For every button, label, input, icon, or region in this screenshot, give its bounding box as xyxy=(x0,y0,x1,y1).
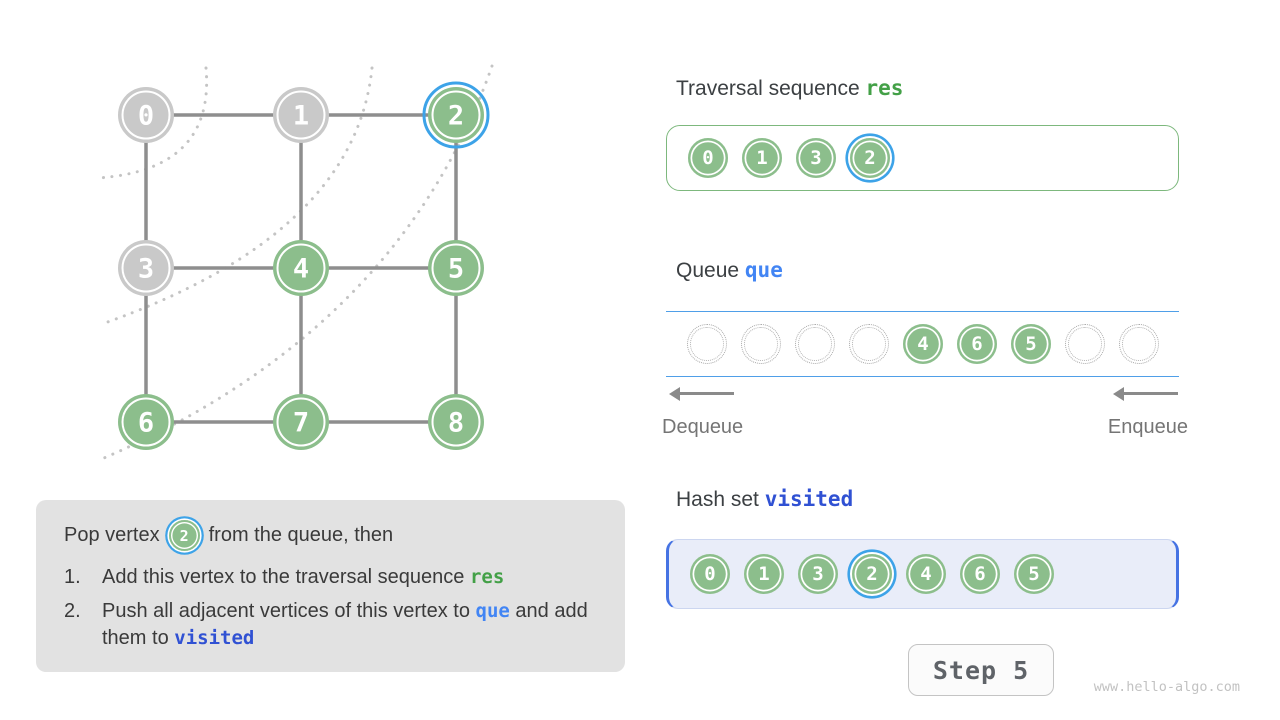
explanation-text-part-2: and add them to xyxy=(102,600,588,649)
svg-text:4: 4 xyxy=(293,254,309,285)
explanation-steps-list: 1. Add this vertex to the traversal seque… xyxy=(64,564,597,652)
res-item-2: 3 xyxy=(796,138,836,178)
traversal-sequence-heading: Traversal sequence res xyxy=(676,76,903,101)
res-item-3: 2 xyxy=(850,138,890,178)
svg-text:2: 2 xyxy=(448,101,464,132)
explanation-text-part-0: Add this vertex to the traversal sequenc… xyxy=(102,566,470,588)
queue-empty-slot-2 xyxy=(795,324,835,364)
explanation-box: Pop vertex 2 from the queue, then 1. Add th… xyxy=(36,500,625,672)
visited-item-2: 3 xyxy=(798,554,838,594)
queue-empty-slot-3 xyxy=(849,324,889,364)
explanation-step-1: 1. Add this vertex to the traversal seque… xyxy=(64,564,597,591)
svg-text:1: 1 xyxy=(293,101,309,132)
explanation-intro-after: from the queue, then xyxy=(208,524,394,546)
code-ref-que: que xyxy=(475,600,510,622)
explanation-vertex-chip: 2 xyxy=(168,520,200,551)
res-item-1: 1 xyxy=(742,138,782,178)
explanation-step-text: Push all adjacent vertices of this verte… xyxy=(102,598,597,652)
graph-vertex-3: 3 xyxy=(118,240,174,296)
graph-vertex-4: 4 xyxy=(273,240,329,296)
queue-empty-slot-8 xyxy=(1119,324,1159,364)
queue-empty-slot-7 xyxy=(1065,324,1105,364)
queue-item-6: 5 xyxy=(1011,324,1051,364)
visited-code-label: visited xyxy=(764,487,854,511)
enqueue-arrow-icon xyxy=(1113,386,1178,401)
visited-item-0: 0 xyxy=(690,554,730,594)
svg-text:0: 0 xyxy=(138,101,154,132)
explanation-intro-before: Pop vertex xyxy=(64,524,160,546)
enqueue-label: Enqueue xyxy=(1107,416,1188,438)
visited-item-5: 6 xyxy=(960,554,1000,594)
queue-item-4: 4 xyxy=(903,324,943,364)
explanation-step-text: Add this vertex to the traversal sequenc… xyxy=(102,564,597,591)
traversal-sequence-title: Traversal sequence xyxy=(676,77,860,100)
svg-text:5: 5 xyxy=(448,254,464,285)
hash-set-heading: Hash set visited xyxy=(676,487,853,512)
res-item-0: 0 xyxy=(688,138,728,178)
graph-canvas: 0 1 2 3 4 5 6 7 8 xyxy=(96,64,494,460)
visited-item-1: 1 xyxy=(744,554,784,594)
visited-item-6: 5 xyxy=(1014,554,1054,594)
explanation-intro-line: Pop vertex 2 from the queue, then xyxy=(64,520,597,551)
explanation-text-part-0: Push all adjacent vertices of this verte… xyxy=(102,600,476,622)
watermark-text: www.hello-algo.com xyxy=(1093,679,1240,695)
step-indicator-button[interactable]: Step 5 xyxy=(908,644,1054,696)
explanation-step-number: 2. xyxy=(64,600,81,622)
svg-text:8: 8 xyxy=(448,408,464,439)
queue-heading: Queue que xyxy=(676,258,783,283)
dequeue-label: Dequeue xyxy=(662,416,744,438)
que-code-label: que xyxy=(744,258,783,282)
explanation-step-2: 2. Push all adjacent vertices of this ver… xyxy=(64,598,597,652)
hash-set-title: Hash set xyxy=(676,488,759,511)
svg-text:6: 6 xyxy=(138,408,154,439)
graph-vertex-0: 0 xyxy=(118,87,174,143)
graph-vertex-8: 8 xyxy=(428,394,484,450)
queue-empty-slot-1 xyxy=(741,324,781,364)
dequeue-arrow-icon xyxy=(669,386,734,401)
graph-vertex-1: 1 xyxy=(273,87,329,143)
graph-vertex-7: 7 xyxy=(273,394,329,450)
svg-text:3: 3 xyxy=(138,254,154,285)
queue-item-5: 6 xyxy=(957,324,997,364)
visited-item-3: 2 xyxy=(852,554,892,594)
current-vertex-ring xyxy=(422,81,490,149)
res-code-label: res xyxy=(865,76,904,100)
graph-vertex-2: 2 xyxy=(422,81,490,149)
visited-item-4: 4 xyxy=(906,554,946,594)
graph-vertex-6: 6 xyxy=(118,394,174,450)
queue-title: Queue xyxy=(676,259,740,282)
code-ref-res: res xyxy=(469,566,505,588)
explanation-step-number: 1. xyxy=(64,566,81,588)
svg-text:7: 7 xyxy=(293,408,309,439)
code-ref-visited: visited xyxy=(174,627,255,649)
graph-vertex-5: 5 xyxy=(428,240,484,296)
bfs-wave-arc-2 xyxy=(100,66,374,326)
queue-empty-slot-0 xyxy=(687,324,727,364)
